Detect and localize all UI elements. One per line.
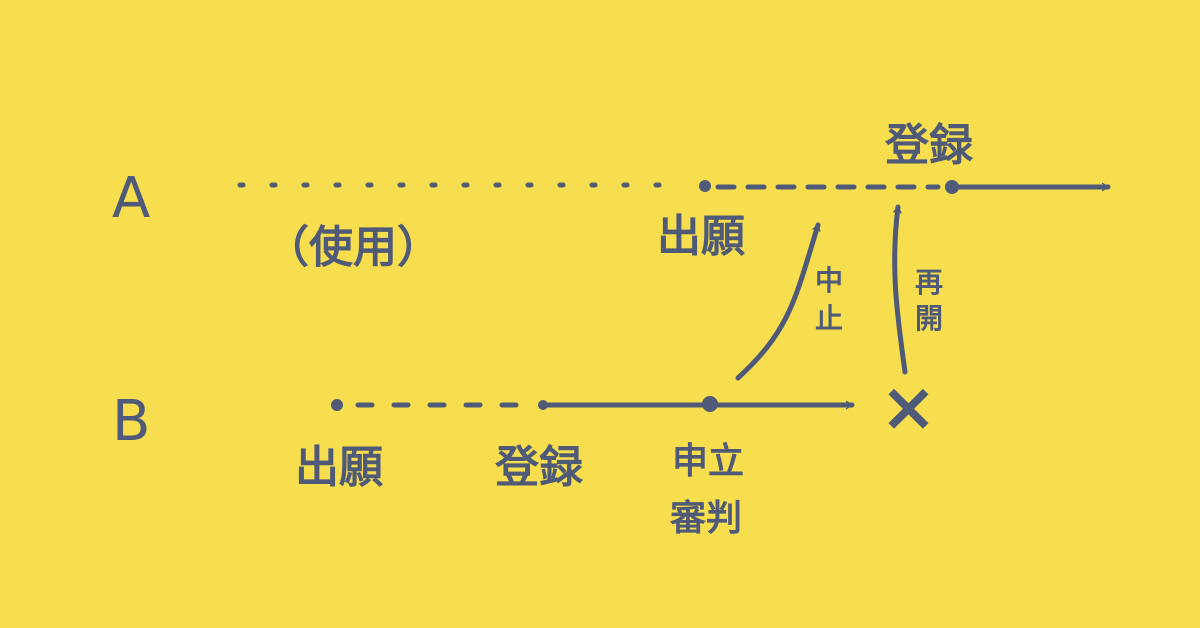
row-a-filing-label: 出願: [657, 211, 745, 262]
row-b-cross-mark: ×: [880, 368, 937, 447]
suspend-arrow: [735, 222, 821, 381]
row-a-use-note: （使用）: [265, 222, 441, 273]
row-a-filing-dot: [699, 180, 711, 192]
row-b-label: B: [112, 389, 150, 454]
resume-label-bottom: 開: [915, 302, 943, 335]
row-b-registration-label: 登録: [494, 442, 584, 493]
row-b-trial-label-top: 申立: [672, 441, 744, 482]
row-b-trial-dot: [702, 396, 718, 412]
resume-arrow: [892, 204, 908, 375]
row-b-filing-dot: [331, 399, 343, 411]
row-a-registration-label: 登録: [884, 120, 974, 171]
row-b-filing-label: 出願: [295, 442, 383, 493]
suspend-label-bottom: 止: [815, 302, 843, 335]
suspend-label-top: 中: [815, 264, 843, 297]
row-a-label: A: [112, 166, 150, 231]
row-b-trial-label-bottom: 審判: [669, 498, 742, 539]
resume-label-top: 再: [915, 266, 943, 299]
